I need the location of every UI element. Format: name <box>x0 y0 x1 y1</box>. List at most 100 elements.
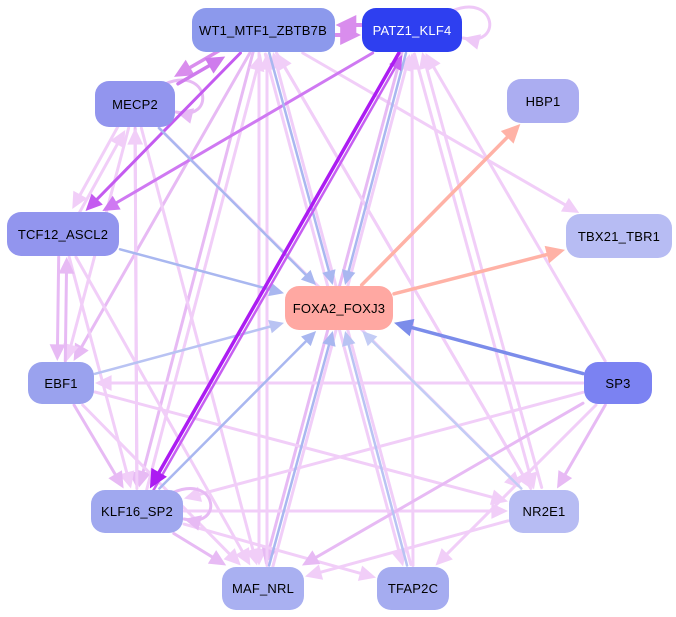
edge-WT1_MTF1_ZBTB7B-TCF12_ASCL2-arrowhead <box>85 193 103 211</box>
node-HBP1[interactable]: HBP1 <box>507 79 579 123</box>
edge-KLF16_SP2-MECP2 <box>133 138 139 490</box>
edge-NR2E1-WT1_MTF1_ZBTB7B-arrowhead <box>276 53 292 72</box>
node-PATZ1_KLF4[interactable]: PATZ1_KLF4 <box>362 8 462 52</box>
edge-MECP2-TCF12_ASCL2 <box>76 124 120 201</box>
edge-EBF1-TCF12_ASCL2-arrowhead <box>58 257 75 274</box>
node-TFAP2C[interactable]: TFAP2C <box>377 566 449 610</box>
edge-SP3-EBF1-arrowhead <box>95 375 112 391</box>
node-label: FOXA2_FOXJ3 <box>292 300 386 316</box>
edge-NR2E1-FOXA2_FOXJ3 <box>368 336 523 490</box>
edge-MECP2-EBF1-arrowhead <box>63 342 79 361</box>
edge-TFAP2C-FOXA2_FOXJ3 <box>346 339 409 567</box>
edge-EBF1-FOXA2_FOXJ3-arrowhead <box>268 320 284 334</box>
node-FOXA2_FOXJ3[interactable]: FOXA2_FOXJ3 <box>285 286 393 330</box>
edge-TFAP2C-PATZ1_KLF4 <box>410 63 415 567</box>
edge-WT1_MTF1_ZBTB7B-FOXA2_FOXJ3 <box>268 51 332 277</box>
edge-KLF16_SP2-FOXA2_FOXJ3 <box>158 336 311 490</box>
edge-MAF_NRL-FOXA2_FOXJ3 <box>267 339 332 567</box>
node-label: TCF12_ASCL2 <box>17 226 109 242</box>
edge-MECP2-TCF12_ASCL2-arrowhead <box>72 190 88 210</box>
edge-WT1_MTF1_ZBTB7B-MECP2-arrowhead <box>173 59 195 77</box>
edge-SP3-TFAP2C <box>442 403 598 559</box>
edge-KLF16_SP2-TFAP2C-arrowhead <box>357 565 376 581</box>
edge-SP3-FOXA2_FOXJ3 <box>404 324 585 376</box>
node-label: MAF_NRL <box>231 580 295 596</box>
edge-SP3-NR2E1 <box>561 403 607 480</box>
edge-TCF12_ASCL2-MAF_NRL <box>74 255 247 557</box>
edge-EBF1-NR2E1-arrowhead <box>489 489 508 505</box>
node-label: HBP1 <box>525 93 561 109</box>
edge-TFAP2C-PATZ1_KLF4-arrowhead <box>404 53 420 70</box>
edge-MECP2-MAF_NRL <box>139 126 256 556</box>
edge-PATZ1_KLF4-NR2E1 <box>412 52 533 480</box>
edge-MECP2-WT1_MTF1_ZBTB7B-arrowhead <box>204 56 226 74</box>
node-label: SP3 <box>605 375 631 391</box>
edge-FOXA2_FOXJ3-HBP1-arrowhead <box>500 124 521 144</box>
edge-KLF16_SP2-PATZ1_KLF4 <box>152 62 399 492</box>
edge-EBF1-KLF16_SP2 <box>72 403 120 481</box>
edge-NR2E1-WT1_MTF1_ZBTB7B <box>280 61 533 490</box>
edge-FOXA2_FOXJ3-TBX21_TBR1 <box>392 251 555 296</box>
edge-KLF16_SP2-KLF16_SP2-arrowhead <box>184 515 202 531</box>
node-KLF16_SP2[interactable]: KLF16_SP2 <box>91 489 183 533</box>
edge-TCF12_ASCL2-FOXA2_FOXJ3-arrowhead <box>268 282 284 297</box>
node-TCF12_ASCL2[interactable]: TCF12_ASCL2 <box>7 212 119 256</box>
edge-PATZ1_KLF4-WT1_MTF1_ZBTB7B-arrowhead <box>335 15 357 35</box>
edge-EBF1-TCF12_ASCL2 <box>63 267 69 363</box>
edge-TCF12_ASCL2-EBF1-arrowhead <box>49 344 66 361</box>
edge-KLF16_SP2-MAF_NRL <box>172 532 218 561</box>
edge-SP3-MAF_NRL-arrowhead <box>301 550 321 566</box>
edge-EBF1-MAF_NRL-arrowhead <box>223 548 241 566</box>
node-label: KLF16_SP2 <box>101 503 173 519</box>
node-WT1_MTF1_ZBTB7B[interactable]: WT1_MTF1_ZBTB7B <box>191 8 335 52</box>
edge-TCF12_ASCL2-MAF_NRL-arrowhead <box>235 547 251 566</box>
edge-SP3-NR2E1-arrowhead <box>557 470 573 489</box>
node-TBX21_TBR1[interactable]: TBX21_TBR1 <box>566 214 672 258</box>
node-SP3[interactable]: SP3 <box>584 362 652 404</box>
edge-PATZ1_KLF4-FOXA2_FOXJ3 <box>346 51 408 277</box>
node-label: WT1_MTF1_ZBTB7B <box>199 22 327 38</box>
edge-PATZ1_KLF4-TCF12_ASCL2 <box>110 51 375 207</box>
edge-SP3-FOXA2_FOXJ3-arrowhead <box>394 318 415 337</box>
node-label: NR2E1 <box>522 503 566 519</box>
edge-WT1_MTF1_ZBTB7B-TCF12_ASCL2 <box>92 51 242 205</box>
edge-WT1_MTF1_ZBTB7B-EBF1 <box>77 51 252 353</box>
edge-PATZ1_KLF4-FOXA2_FOXJ3-arrowhead <box>342 269 356 285</box>
edge-KLF16_SP2-WT1_MTF1_ZBTB7B <box>145 63 260 492</box>
edge-KLF16_SP2-PATZ1_KLF4-arrowhead <box>389 54 403 71</box>
node-label: PATZ1_KLF4 <box>372 22 452 38</box>
edge-SP3-TFAP2C-arrowhead <box>435 548 453 566</box>
edge-SP3-PATZ1_KLF4-arrowhead <box>425 53 441 72</box>
edge-WT1_MTF1_ZBTB7B-FOXA2_FOXJ3-arrowhead <box>322 269 336 285</box>
edge-TCF12_ASCL2-MECP2 <box>77 138 122 215</box>
node-EBF1[interactable]: EBF1 <box>28 362 94 404</box>
edge-TCF12_ASCL2-FOXA2_FOXJ3 <box>118 248 276 292</box>
edge-NR2E1-MAF_NRL <box>314 519 510 575</box>
edge-PATZ1_KLF4-PATZ1_KLF4-arrowhead <box>463 34 481 50</box>
edge-PATZ1_KLF4-TCF12_ASCL2-arrowhead <box>102 195 121 211</box>
edge-SP3-KLF16_SP2 <box>193 390 585 498</box>
node-label: TBX21_TBR1 <box>577 228 661 244</box>
edge-SP3-PATZ1_KLF4 <box>429 61 607 363</box>
edge-KLF16_SP2-FOXA2_FOXJ3-arrowhead <box>301 331 317 347</box>
edge-WT1_MTF1_ZBTB7B-PATZ1_KLF4-arrowhead <box>340 25 361 45</box>
edge-EBF1-KLF16_SP2-arrowhead <box>108 470 124 489</box>
edge-TFAP2C-FOXA2_FOXJ3-arrowhead <box>342 331 356 347</box>
edge-MECP2-FOXA2_FOXJ3-arrowhead <box>300 269 316 285</box>
edge-WT1_MTF1_ZBTB7B-TBX21_TBR1-arrowhead <box>560 197 580 213</box>
edge-TCF12_ASCL2-EBF1 <box>55 255 61 351</box>
edge-WT1_MTF1_ZBTB7B-MECP2 <box>183 47 223 73</box>
node-MECP2[interactable]: MECP2 <box>95 81 175 127</box>
node-label: TFAP2C <box>387 580 439 596</box>
edge-KLF16_SP2-MECP2-arrowhead <box>127 128 144 145</box>
node-NR2E1[interactable]: NR2E1 <box>509 489 579 533</box>
edge-PATZ1_KLF4-KLF16_SP2 <box>154 51 401 479</box>
edge-NR2E1-PATZ1_KLF4 <box>423 61 544 489</box>
edge-TCF12_ASCL2-MECP2-arrowhead <box>110 129 126 149</box>
edge-SP3-MAF_NRL <box>310 401 585 562</box>
edge-MAF_NRL-FOXA2_FOXJ3-arrowhead <box>322 331 336 347</box>
edge-EBF1-NR2E1 <box>93 390 499 500</box>
edge-NR2E1-FOXA2_FOXJ3-arrowhead <box>362 331 378 347</box>
node-MAF_NRL[interactable]: MAF_NRL <box>222 566 304 610</box>
